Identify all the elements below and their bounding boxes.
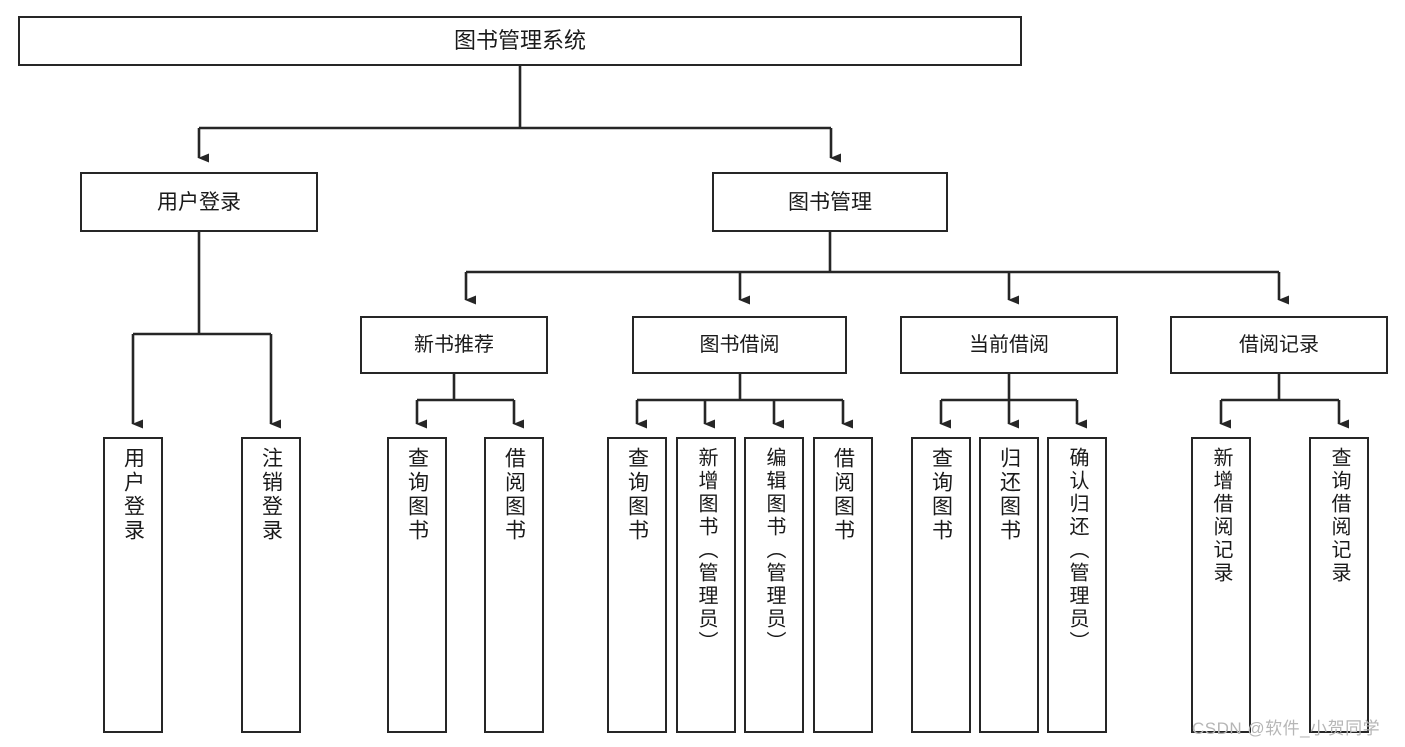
leaf-return-book[interactable]: 归还图书 [979, 437, 1039, 733]
node-label: 查询图书 [405, 447, 429, 543]
leaf-user-logout[interactable]: 注销登录 [241, 437, 301, 733]
leaf-query-book-current[interactable]: 查询图书 [911, 437, 971, 733]
node-label: 编辑图书（管理员） [763, 447, 785, 654]
leaf-query-book-borrow[interactable]: 查询图书 [607, 437, 667, 733]
node-label: 查询图书 [929, 447, 953, 543]
node-label: 借阅图书 [502, 447, 526, 543]
node-user-login[interactable]: 用户登录 [80, 172, 318, 232]
node-label: 借阅图书 [831, 447, 855, 543]
leaf-borrow-book[interactable]: 借阅图书 [813, 437, 873, 733]
node-label: 用户登录 [121, 447, 145, 543]
leaf-query-borrow-record[interactable]: 查询借阅记录 [1309, 437, 1369, 733]
node-label: 注销登录 [259, 447, 283, 543]
node-book-borrow[interactable]: 图书借阅 [632, 316, 847, 374]
node-label: 确认归还（管理员） [1066, 447, 1088, 654]
node-label: 归还图书 [997, 447, 1021, 543]
node-root-system[interactable]: 图书管理系统 [18, 16, 1022, 66]
leaf-borrow-book-recommend[interactable]: 借阅图书 [484, 437, 544, 733]
node-label: 新书推荐 [414, 334, 494, 356]
node-label: 图书管理系统 [453, 28, 586, 53]
leaf-query-book-recommend[interactable]: 查询图书 [387, 437, 447, 733]
node-label: 用户登录 [157, 190, 241, 214]
leaf-add-borrow-record[interactable]: 新增借阅记录 [1191, 437, 1251, 733]
node-label: 当前借阅 [969, 334, 1049, 356]
leaf-confirm-return-admin[interactable]: 确认归还（管理员） [1047, 437, 1107, 733]
leaf-edit-book-admin[interactable]: 编辑图书（管理员） [744, 437, 804, 733]
node-label: 查询图书 [625, 447, 649, 543]
node-borrow-record[interactable]: 借阅记录 [1170, 316, 1388, 374]
csdn-watermark: CSDN @软件_小贺同学 [1192, 719, 1381, 738]
node-label: 借阅记录 [1239, 334, 1319, 356]
node-label: 图书借阅 [699, 334, 780, 356]
node-label: 新增借阅记录 [1210, 447, 1232, 585]
node-label: 新增图书（管理员） [695, 447, 717, 654]
node-new-book-recommend[interactable]: 新书推荐 [360, 316, 548, 374]
node-label: 查询借阅记录 [1328, 447, 1350, 585]
node-current-borrow[interactable]: 当前借阅 [900, 316, 1118, 374]
leaf-add-book-admin[interactable]: 新增图书（管理员） [676, 437, 736, 733]
node-label: 图书管理 [788, 190, 872, 214]
node-book-management[interactable]: 图书管理 [712, 172, 948, 232]
leaf-user-login[interactable]: 用户登录 [103, 437, 163, 733]
